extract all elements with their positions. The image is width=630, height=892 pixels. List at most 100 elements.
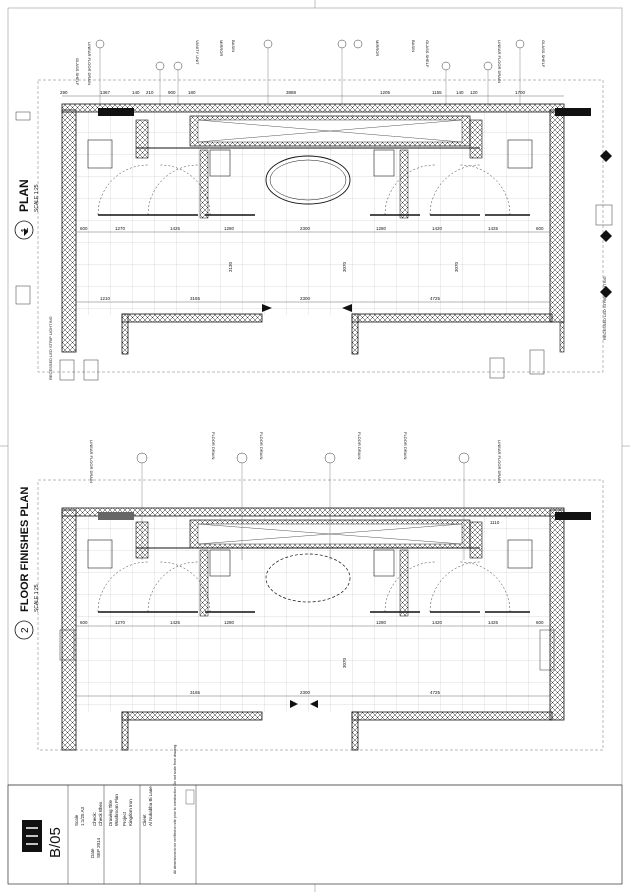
svg-text:1425: 1425 <box>170 620 181 625</box>
svg-text:600: 600 <box>80 620 88 625</box>
plan-1-scale: SCALE 1:25 <box>34 184 40 212</box>
svg-text:4725: 4725 <box>430 296 441 301</box>
svg-text:1280: 1280 <box>224 226 235 231</box>
svg-text:1425: 1425 <box>488 620 499 625</box>
wall-stub-right <box>351 313 359 355</box>
plan-1: 1 PLAN SCALE 1:25 290 1367 140 210 900 1… <box>14 39 613 381</box>
svg-text:Al Nukabba Bi Lane: Al Nukabba Bi Lane <box>148 786 153 826</box>
svg-text:Scale: Scale <box>74 814 79 826</box>
wall-left <box>61 109 77 353</box>
svg-text:SEP 2014: SEP 2014 <box>96 837 101 858</box>
wc-mid-left <box>209 149 231 177</box>
svg-text:MIRROR: MIRROR <box>375 40 380 56</box>
svg-text:Washroom Plan: Washroom Plan <box>114 794 119 826</box>
svg-text:All dimensions to be verified: All dimensions to be verified on site pr… <box>173 744 177 874</box>
svg-text:Client: Client <box>142 814 147 826</box>
svg-text:Kingdom Iron: Kingdom Iron <box>128 799 133 826</box>
svg-text:Project: Project <box>122 811 127 826</box>
svg-text:LINEAR FLOOR DRAIN: LINEAR FLOOR DRAIN <box>87 42 92 85</box>
svg-text:1420: 1420 <box>432 226 443 231</box>
svg-text:120: 120 <box>470 90 478 95</box>
wall-top <box>61 103 565 113</box>
svg-text:2300: 2300 <box>300 226 311 231</box>
svg-text:MIRROR: MIRROR <box>219 40 224 56</box>
svg-text:Check Bhex: Check Bhex <box>98 801 103 826</box>
sheet-number: B/05 <box>47 827 64 858</box>
svg-text:3130: 3130 <box>228 261 233 272</box>
svg-text:290: 290 <box>60 90 68 95</box>
svg-text:1205: 1205 <box>380 90 391 95</box>
svg-text:BASIN: BASIN <box>411 40 416 52</box>
svg-text:GLASS SHELF: GLASS SHELF <box>541 40 546 68</box>
svg-text:BASIN: BASIN <box>231 40 236 52</box>
svg-text:140: 140 <box>132 90 140 95</box>
svg-text:1425: 1425 <box>170 226 181 231</box>
wall-right <box>549 109 565 323</box>
svg-text:GLASS SHELF: GLASS SHELF <box>425 40 430 68</box>
svg-text:1280: 1280 <box>376 620 387 625</box>
svg-text:1110: 1110 <box>490 520 500 525</box>
svg-text:RECESSED LED STRIP LIGHTING: RECESSED LED STRIP LIGHTING <box>602 276 607 340</box>
svg-text:1425: 1425 <box>488 226 499 231</box>
svg-text:180: 180 <box>188 90 196 95</box>
svg-text:LINEAR FLOOR DRAIN: LINEAR FLOOR DRAIN <box>89 440 94 483</box>
svg-text:1367: 1367 <box>100 90 111 95</box>
svg-text:140: 140 <box>456 90 464 95</box>
svg-text:1280: 1280 <box>376 226 387 231</box>
svg-text:600: 600 <box>536 620 544 625</box>
svg-text:VANITY UNIT: VANITY UNIT <box>195 40 200 65</box>
wall-bottom-right <box>351 313 553 323</box>
svg-text:1270: 1270 <box>115 226 126 231</box>
title-block: B/05 Scale 1:1/25 A3 Date SEP 2014 Check… <box>7 744 623 885</box>
svg-text:900: 900 <box>168 90 176 95</box>
svg-text:1280: 1280 <box>224 620 235 625</box>
plan-2: 2 FLOOR FINISHES PLAN SCALE 1:25 1110 60… <box>14 432 604 751</box>
svg-text:210: 210 <box>146 90 154 95</box>
plan-2-number: 2 <box>20 627 31 633</box>
plan-1-callouts: GLASS SHELF LINEAR FLOOR DRAIN VANITY UN… <box>75 39 546 106</box>
svg-text:600: 600 <box>80 226 88 231</box>
svg-text:3070: 3070 <box>454 261 459 272</box>
svg-text:1270: 1270 <box>115 620 126 625</box>
plan-2-boundary <box>37 479 604 751</box>
wall-accent-left <box>98 108 134 116</box>
plan-2-title-block: 2 FLOOR FINISHES PLAN SCALE 1:25 <box>14 487 40 640</box>
svg-text:3070: 3070 <box>342 657 347 668</box>
svg-text:Drawing Title: Drawing Title <box>108 799 113 826</box>
plan-1-title-block: 1 PLAN SCALE 1:25 <box>14 179 40 240</box>
wall-stub-left <box>121 313 129 355</box>
svg-text:2300: 2300 <box>300 296 311 301</box>
plan-1-boundary <box>37 79 604 373</box>
svg-text:600: 600 <box>536 226 544 231</box>
wc-mid-right <box>373 149 395 177</box>
svg-text:RECESSED LED STRIP LIGHTING: RECESSED LED STRIP LIGHTING <box>48 316 53 380</box>
plan-1-dims: 290 1367 140 210 900 180 3888 1205 1155 … <box>60 90 564 303</box>
wc-left <box>87 139 113 169</box>
svg-text:LINEAR FLOOR DRAIN: LINEAR FLOOR DRAIN <box>497 440 502 483</box>
svg-text:3888: 3888 <box>286 90 297 95</box>
oval-feature <box>265 155 351 205</box>
svg-text:FLOOR DRAIN: FLOOR DRAIN <box>259 432 264 459</box>
svg-text:FLOOR DRAIN: FLOOR DRAIN <box>357 432 362 459</box>
svg-text:Check:: Check: <box>92 812 97 826</box>
svg-text:Date: Date <box>90 848 95 858</box>
svg-text:FLOOR DRAIN: FLOOR DRAIN <box>211 432 216 459</box>
plan-1-section-markers <box>24 150 612 298</box>
svg-text:1700: 1700 <box>515 90 526 95</box>
svg-text:2300: 2300 <box>300 690 311 695</box>
svg-text:4725: 4725 <box>430 690 441 695</box>
svg-text:1420: 1420 <box>432 620 443 625</box>
plan-2-scale: SCALE 1:25 <box>34 584 40 612</box>
svg-text:GLASS SHELF: GLASS SHELF <box>75 58 80 86</box>
door-swings <box>97 164 511 216</box>
svg-text:3165: 3165 <box>190 690 201 695</box>
svg-text:FLOOR DRAIN: FLOOR DRAIN <box>403 432 408 459</box>
svg-text:1:1/25 A3: 1:1/25 A3 <box>80 806 85 826</box>
plan-2-dims: 1110 600 1270 1425 1280 1280 1420 1425 6… <box>76 520 550 697</box>
svg-text:3070: 3070 <box>342 261 347 272</box>
svg-text:1155: 1155 <box>432 90 442 95</box>
plan-1-title: PLAN <box>17 179 31 212</box>
svg-text:1210: 1210 <box>100 296 111 301</box>
wall-accent-right <box>555 108 591 116</box>
